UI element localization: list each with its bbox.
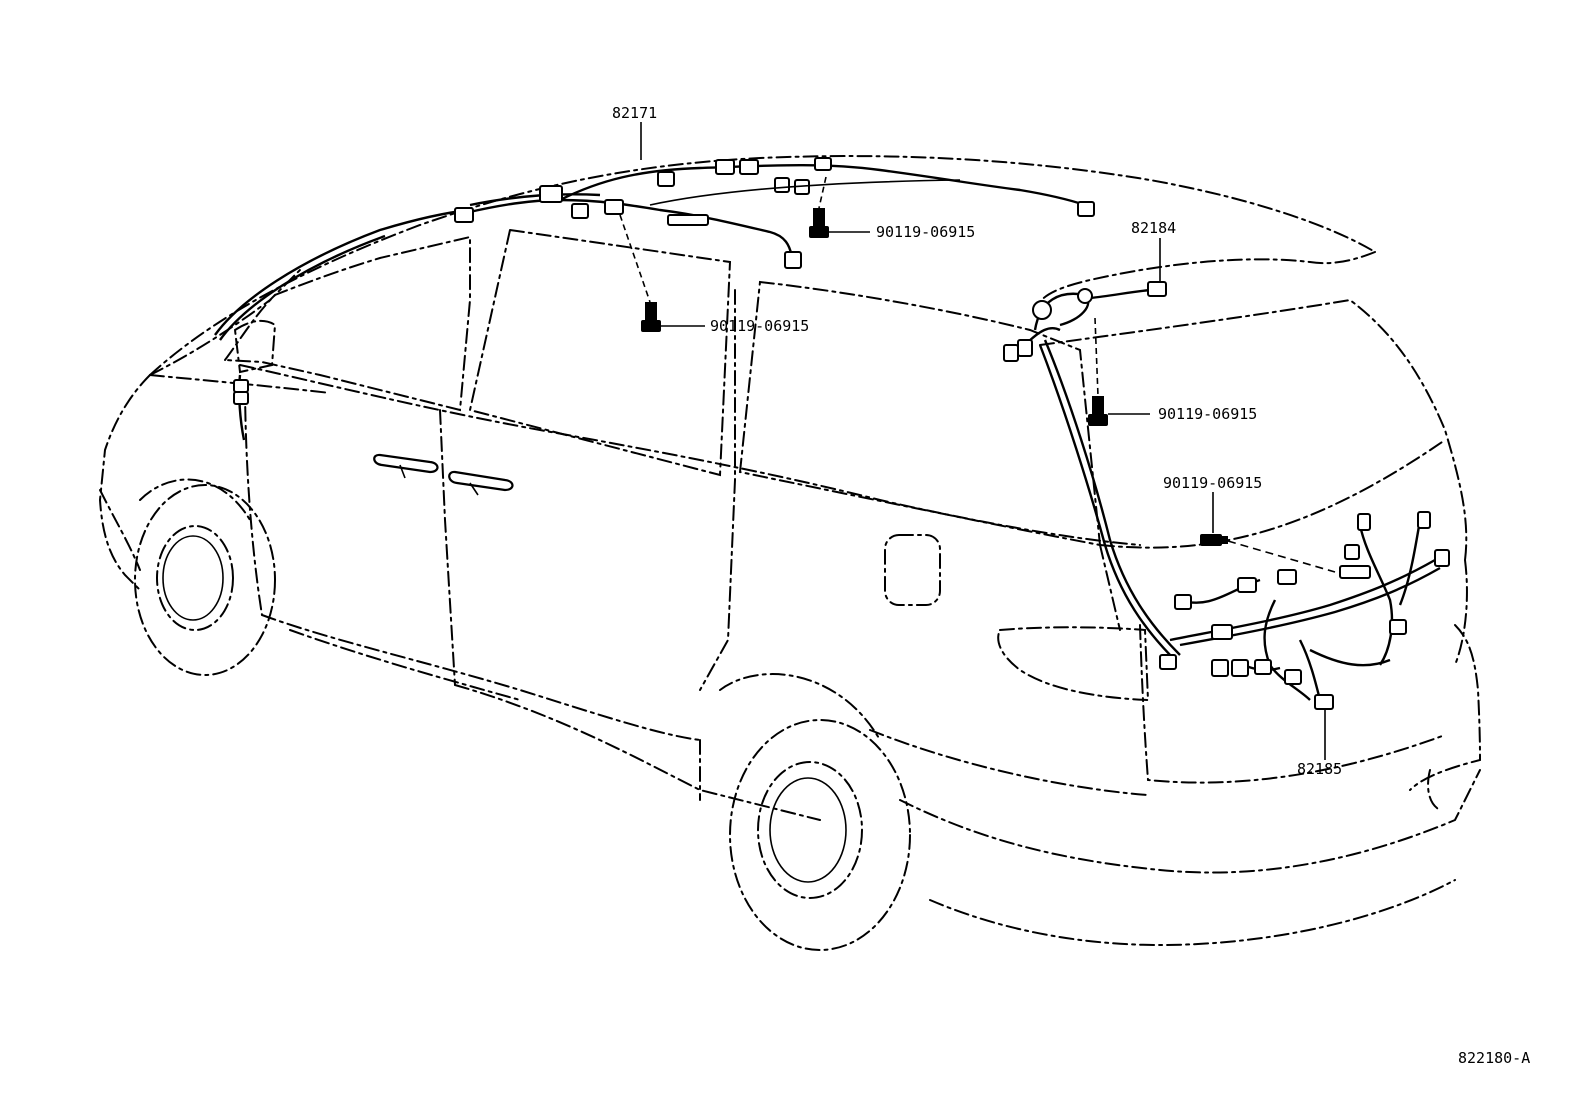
leader-lines <box>640 122 1326 760</box>
diagram-id: 822180-A <box>1458 1049 1530 1067</box>
label-82171: 82171 <box>612 104 657 122</box>
back-door-wire-harness <box>1003 281 1181 661</box>
rear-wire-harness <box>1159 511 1450 710</box>
bolt-1 <box>809 176 829 238</box>
roof-wire-harness <box>214 157 1095 441</box>
bolt-2 <box>619 214 661 332</box>
bolt-4 <box>1200 534 1336 573</box>
label-bolt-3: 90119-06915 <box>1158 405 1257 423</box>
label-bolt-2: 90119-06915 <box>710 317 809 335</box>
label-82185: 82185 <box>1297 760 1342 778</box>
bolt-3 <box>1088 317 1108 426</box>
front-wheel <box>134 478 276 676</box>
label-bolt-4: 90119-06915 <box>1163 474 1262 492</box>
van-body-outline <box>98 155 1482 947</box>
door-handles <box>373 453 514 496</box>
rear-wheel <box>719 673 911 951</box>
label-82184: 82184 <box>1131 219 1176 237</box>
label-bolt-1: 90119-06915 <box>876 223 975 241</box>
